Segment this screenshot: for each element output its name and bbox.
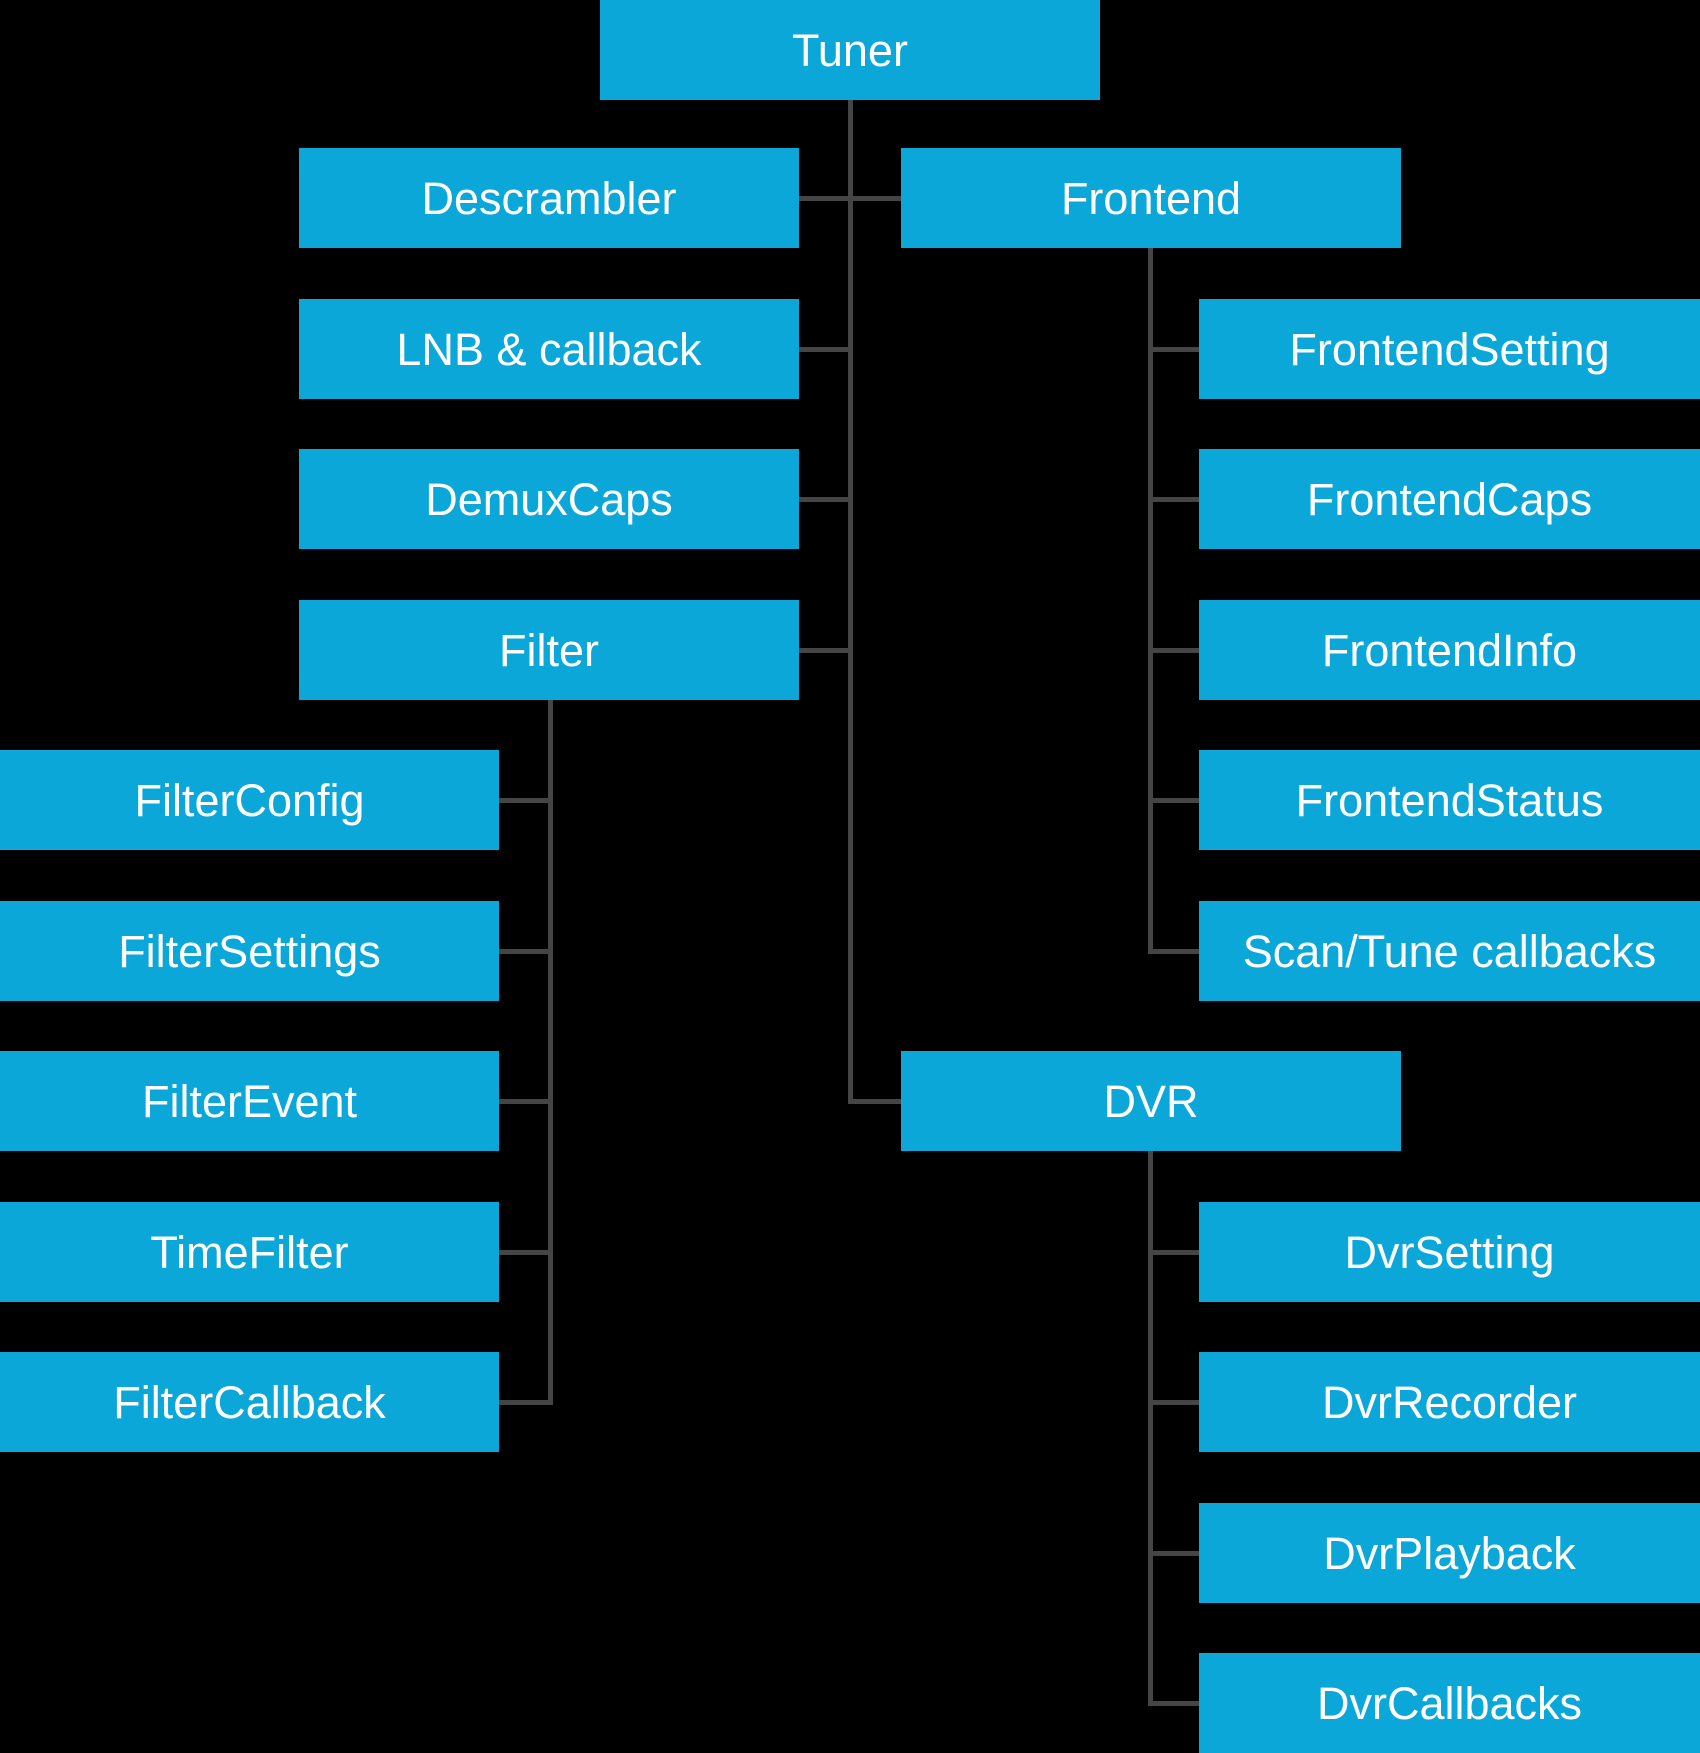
node-filter-callback-label: FilterCallback (113, 1376, 386, 1428)
node-frontend-status: FrontendStatus (1199, 750, 1700, 850)
node-dvr-callbacks-label: DvrCallbacks (1316, 1677, 1583, 1729)
node-filter-label: Filter (499, 624, 599, 676)
connector-dvr-playback (1148, 1551, 1199, 1556)
node-frontend-label: Frontend (1060, 172, 1242, 224)
node-time-filter: TimeFilter (0, 1202, 499, 1302)
node-filter-settings: FilterSettings (0, 901, 499, 1001)
node-tuner: Tuner (600, 0, 1100, 100)
node-dvr-recorder-label: DvrRecorder (1321, 1376, 1578, 1428)
node-filter-event-label: FilterEvent (141, 1075, 358, 1127)
connector-dvr-elbow (848, 1099, 901, 1104)
connector-dvr-setting (1148, 1250, 1199, 1255)
connector-lnb-callback (799, 347, 853, 352)
connector-dvr-recorder (1148, 1400, 1199, 1405)
node-demux-caps: DemuxCaps (299, 449, 799, 549)
connector-frontend-status (1148, 798, 1199, 803)
node-scan-tune-callbacks-label: Scan/Tune callbacks (1242, 925, 1657, 977)
connector-frontend-info (1148, 648, 1199, 653)
connector-scan-tune-callbacks (1148, 949, 1199, 954)
connector-frontend-caps (1148, 497, 1199, 502)
node-filter: Filter (299, 600, 799, 700)
connector-time-filter (499, 1250, 553, 1255)
connector-filter-trunk (548, 700, 553, 1405)
node-frontend: Frontend (901, 148, 1401, 248)
connector-tuner-trunk (848, 99, 853, 1104)
connector-filter-callback (499, 1400, 553, 1405)
connector-filter-settings (499, 949, 553, 954)
connector-descrambler-frontend (799, 196, 901, 201)
node-dvr-recorder: DvrRecorder (1199, 1352, 1700, 1452)
node-dvr-setting: DvrSetting (1199, 1202, 1700, 1302)
node-dvr-setting-label: DvrSetting (1344, 1226, 1555, 1278)
node-frontend-status-label: FrontendStatus (1295, 774, 1604, 826)
connector-filter (799, 648, 853, 653)
node-frontend-info-label: FrontendInfo (1321, 624, 1578, 676)
node-time-filter-label: TimeFilter (150, 1226, 349, 1278)
node-filter-settings-label: FilterSettings (118, 925, 381, 977)
node-dvr-playback-label: DvrPlayback (1323, 1527, 1576, 1579)
connector-dvr-trunk (1148, 1151, 1153, 1706)
node-frontend-caps-label: FrontendCaps (1306, 473, 1593, 525)
node-dvr-playback: DvrPlayback (1199, 1503, 1700, 1603)
node-demux-caps-label: DemuxCaps (425, 473, 673, 525)
connector-filter-event (499, 1099, 553, 1104)
connector-dvr-callbacks (1148, 1701, 1199, 1706)
node-lnb-callback: LNB & callback (299, 299, 799, 399)
connector-filter-config (499, 798, 553, 803)
node-frontend-caps: FrontendCaps (1199, 449, 1700, 549)
node-filter-callback: FilterCallback (0, 1352, 499, 1452)
connector-frontend-trunk (1148, 248, 1153, 954)
node-dvr: DVR (901, 1051, 1401, 1151)
node-descrambler-label: Descrambler (421, 172, 677, 224)
node-frontend-info: FrontendInfo (1199, 600, 1700, 700)
node-dvr-label: DVR (1103, 1075, 1199, 1127)
node-filter-config-label: FilterConfig (134, 774, 365, 826)
node-tuner-label: Tuner (792, 24, 908, 76)
node-scan-tune-callbacks: Scan/Tune callbacks (1199, 901, 1700, 1001)
node-dvr-callbacks: DvrCallbacks (1199, 1653, 1700, 1753)
node-lnb-callback-label: LNB & callback (396, 323, 702, 375)
node-filter-event: FilterEvent (0, 1051, 499, 1151)
node-frontend-setting-label: FrontendSetting (1289, 323, 1610, 375)
node-descrambler: Descrambler (299, 148, 799, 248)
connector-frontend-setting (1148, 347, 1199, 352)
connector-demux-caps (799, 497, 853, 502)
node-frontend-setting: FrontendSetting (1199, 299, 1700, 399)
node-filter-config: FilterConfig (0, 750, 499, 850)
